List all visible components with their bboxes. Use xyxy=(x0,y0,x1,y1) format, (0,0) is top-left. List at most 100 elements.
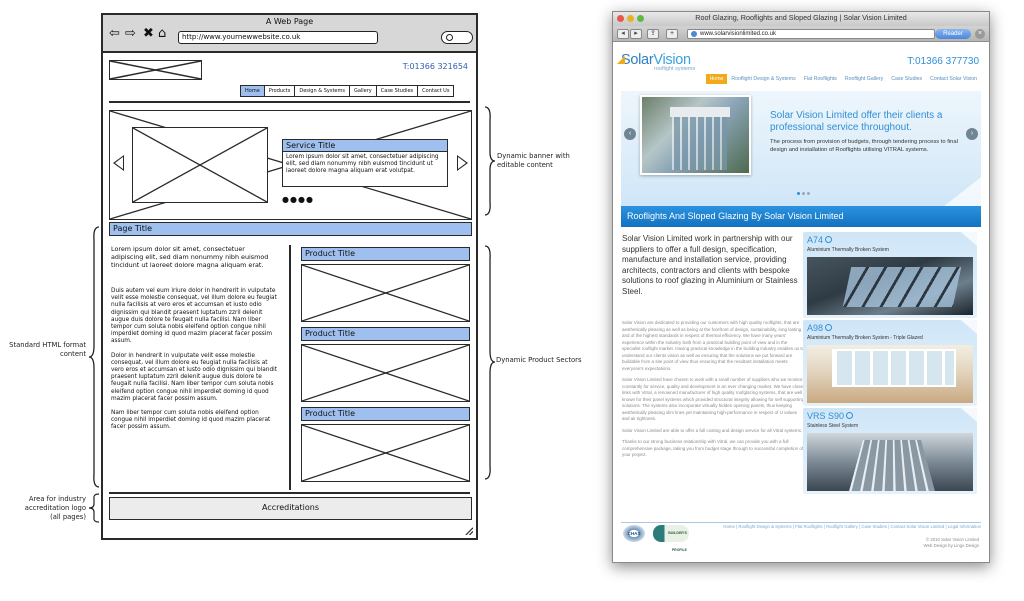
info-icon[interactable] xyxy=(825,324,833,331)
wireframe-logo-placeholder xyxy=(109,60,202,80)
wireframe-slider-dots[interactable]: ●●●● xyxy=(282,195,314,204)
wireframe-search-field[interactable] xyxy=(441,31,473,44)
nav-home[interactable]: Home xyxy=(705,74,728,84)
site-banner: ‹ › Solar Vision Limited offer their cli… xyxy=(621,91,981,207)
site-nav: Home Rooflight Design & Systems Flat Roo… xyxy=(705,74,981,84)
wireframe-nav-contact[interactable]: Contact Us xyxy=(422,88,450,94)
close-window-icon[interactable] xyxy=(617,15,624,22)
banner-photo xyxy=(640,95,751,175)
info-icon[interactable] xyxy=(846,412,854,419)
wireframe-nav-home[interactable]: Home xyxy=(241,86,265,96)
resize-grip-icon[interactable] xyxy=(464,526,473,535)
stop-icon[interactable]: × xyxy=(975,29,985,39)
share-icon[interactable]: ⇪ xyxy=(647,29,659,39)
body-paragraph: Solar Vision Limited have chosen to work… xyxy=(622,377,805,421)
wireframe-titlebar: A Web Page ⇦ ⇨ ✖ ⌂ http://www.yournewweb… xyxy=(103,15,476,53)
product-card-vrs-s90[interactable]: VRS S90 Stainless Steel System xyxy=(803,408,977,494)
footer-copyright: © 2010 Solar Vision Limited xyxy=(925,537,979,542)
footer-links[interactable]: Home | Rooflight Design & Systems | Flat… xyxy=(723,524,981,529)
browser-toolbar: ◂ ▸ ⇪ + www.solarvisionlimited.co.uk Rea… xyxy=(613,26,989,42)
wireframe-banner-prev-icon[interactable] xyxy=(113,155,124,171)
logo-wordmark: SolarVision xyxy=(621,52,691,68)
body-paragraph: Thanks to our strong business relationsh… xyxy=(622,439,804,457)
wireframe-product-title: Product Title xyxy=(301,247,470,261)
wireframe-nav: Home Products Design & Systems Gallery C… xyxy=(240,85,455,97)
wireframe-header-divider xyxy=(109,101,470,103)
wireframe-product-title: Product Title xyxy=(301,407,470,421)
body-paragraph: Solar Vision Limited are able to offer a… xyxy=(622,427,803,433)
accreditation-logo-chas: CHAS xyxy=(623,525,645,542)
browser-titlebar: Roof Glazing, Rooflights and Sloped Glaz… xyxy=(613,12,989,26)
wireframe-product[interactable]: Product Title xyxy=(301,327,470,402)
wireframe-banner: Service Title Lorem ipsum dolor sit amet… xyxy=(109,110,472,220)
minimize-window-icon[interactable] xyxy=(627,15,634,22)
wireframe-nav-design[interactable]: Design & Systems xyxy=(295,86,350,96)
add-bookmark-icon[interactable]: + xyxy=(666,29,678,39)
annotation-banner: Dynamic banner with editable content xyxy=(497,152,570,169)
forward-icon[interactable]: ▸ xyxy=(630,29,642,39)
info-icon[interactable] xyxy=(825,236,833,243)
wireframe-banner-next-icon[interactable] xyxy=(457,155,468,171)
wireframe-window-title: A Web Page xyxy=(265,17,314,26)
annotation-html-content: Standard HTML format content xyxy=(9,341,86,358)
product-corner-decoration xyxy=(961,408,977,422)
body-paragraph: Solar Vision are dedicated to providing … xyxy=(622,320,805,371)
annotation-products: Dynamic Product Sectors xyxy=(496,356,582,364)
banner-text: The process from provision of budgets, t… xyxy=(770,139,958,153)
site-header: SolarVision rooflight systems T:01366 37… xyxy=(613,42,989,90)
product-card-a74[interactable]: A74 Aluminium Thermally Broken System xyxy=(803,232,977,318)
product-corner-decoration xyxy=(961,320,977,334)
wireframe-nav-case-studies[interactable]: Case Studies xyxy=(377,86,419,96)
product-photo xyxy=(807,433,973,491)
banner-prev-icon[interactable]: ‹ xyxy=(624,128,636,140)
wireframe-product[interactable]: Product Title xyxy=(301,247,470,322)
page-title: Rooflights And Sloped Glazing By Solar V… xyxy=(621,206,981,227)
content-brace-icon xyxy=(88,226,100,488)
product-photo xyxy=(807,345,973,403)
wireframe-paragraph: Dolor in hendrerit in vulputate velit es… xyxy=(111,352,278,402)
reader-button[interactable]: Reader xyxy=(935,29,971,39)
back-icon[interactable]: ◂ xyxy=(617,29,629,39)
zoom-window-icon[interactable] xyxy=(637,15,644,22)
body-text: Solar Vision are dedicated to providing … xyxy=(622,320,805,464)
wireframe-product-title: Product Title xyxy=(301,327,470,341)
browser-url-bar[interactable]: www.solarvisionlimited.co.uk xyxy=(687,29,935,39)
window-controls xyxy=(617,15,644,22)
wireframe-phone: T:01366 321654 xyxy=(402,62,468,71)
wireframe-footer-divider xyxy=(109,492,470,494)
banner-heading: Solar Vision Limited offer their clients… xyxy=(770,110,943,133)
back-icon[interactable]: ⇦ xyxy=(109,26,120,41)
banner-corner-decoration xyxy=(943,177,981,207)
footer-credit[interactable]: Web Design by Lingo Design xyxy=(923,543,979,548)
product-code: A98 xyxy=(807,323,833,333)
nav-gallery[interactable]: Rooflight Gallery xyxy=(844,76,884,82)
product-subtitle: Aluminium Thermally Broken System - Trip… xyxy=(807,335,923,341)
product-code: A74 xyxy=(807,235,833,245)
site-phone: T:01366 377730 xyxy=(907,56,979,67)
nav-flat-rooflights[interactable]: Flat Rooflights xyxy=(803,76,837,82)
wireframe-product-image xyxy=(301,424,470,482)
wireframe-service-box: Service Title Lorem ipsum dolor sit amet… xyxy=(282,139,448,187)
footer-divider xyxy=(621,522,981,523)
banner-dots[interactable] xyxy=(797,192,810,195)
wireframe-nav-products[interactable]: Products xyxy=(265,86,296,96)
wireframe-paragraph: Nam liber tempor cum soluta nobis eleife… xyxy=(111,410,271,431)
site-logo[interactable]: SolarVision rooflight systems xyxy=(617,52,695,72)
wireframe-url-bar[interactable]: http://www.yournewwebsite.co.uk xyxy=(178,31,378,44)
wireframe-body-text: Lorem ipsum dolor sit amet, consectetuer… xyxy=(111,245,279,439)
footer-meta: © 2010 Solar Vision Limited Web Design b… xyxy=(924,537,979,549)
banner-next-icon[interactable]: › xyxy=(966,128,978,140)
home-icon[interactable]: ⌂ xyxy=(158,26,167,41)
nav-contact[interactable]: Contact Solar Vision xyxy=(930,76,977,82)
wireframe-nav-gallery[interactable]: Gallery xyxy=(350,86,377,96)
product-photo xyxy=(807,257,973,315)
wireframe-page-title: Page Title xyxy=(109,222,472,236)
forward-icon[interactable]: ⇨ xyxy=(125,26,136,41)
nav-case-studies[interactable]: Case Studies xyxy=(891,76,923,82)
wireframe-product[interactable]: Product Title xyxy=(301,407,470,482)
product-card-a98[interactable]: A98 Aluminium Thermally Broken System - … xyxy=(803,320,977,406)
close-icon[interactable]: ✖ xyxy=(143,26,154,41)
nav-design-systems[interactable]: Rooflight Design & Systems xyxy=(731,76,796,82)
wireframe-product-image xyxy=(301,264,470,322)
product-code: VRS S90 xyxy=(807,411,854,421)
